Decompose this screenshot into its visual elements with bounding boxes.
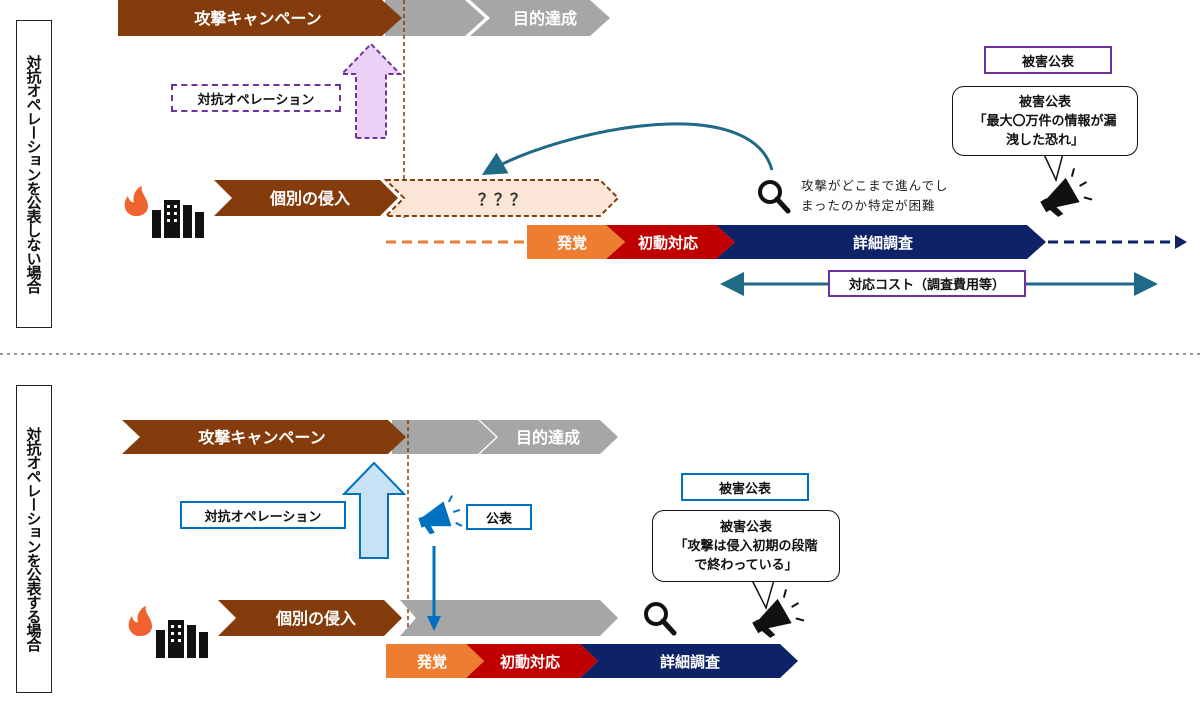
magnifier-icon [758,180,791,214]
initial-response-chevron [606,225,735,259]
investigation-chevron [716,225,1046,259]
initial-response-label: 初動対応 [500,653,560,671]
fire-icon [128,606,152,636]
fire-icon [124,186,148,216]
counter-op-label: 対抗オペレーション [180,501,346,529]
building-icon [152,200,204,238]
goal-chevron [480,420,618,454]
goal-label: 目的達成 [516,428,580,447]
intrusion-chevron [218,600,402,636]
counter-op-up-arrow [341,461,407,559]
disclosure-label: 被害公表 [681,473,809,501]
goal-label: 目的達成 [513,9,577,28]
disclosure-bubble: 被害公表 「最大〇万件の情報が漏 洩した恐れ」 [952,86,1138,156]
bubble-tail [750,579,775,611]
cost-label: 対応コスト（調査費用等） [828,270,1026,297]
side-label-no-disclosure: 対抗オペレーションを公表しない場合 [16,20,52,328]
megaphone-icon [1040,168,1093,217]
intrusion-label: 個別の侵入 [269,189,350,208]
initial-response-chevron [466,644,598,678]
magnifier-icon [644,602,677,636]
investigation-extension-head [1175,235,1187,249]
disclosure-label: 被害公表 [984,46,1112,74]
campaign-chevron [122,420,406,454]
investigation-chevron [580,644,798,678]
disclosure-bubble-text: 被害公表 「最大〇万件の情報が漏 洩した恐れ」 [973,94,1117,148]
unknown-label: ？？？ [478,190,526,209]
detect-chevron [527,225,625,259]
curved-arrow [481,122,774,175]
disclosure-bubble: 被害公表 「攻撃は侵入初期の段階 で終わっている」 [652,510,840,582]
investigation-label: 詳細調査 [660,653,721,671]
detect-label: 発覚 [556,234,587,252]
difficulty-note: 攻撃がどこまで進んでし まったのか特定が困難 [801,178,949,213]
detect-chevron [386,644,484,678]
building-icon [156,620,208,658]
campaign-gray-chevron [385,0,485,36]
megaphone-icon [418,495,463,535]
counter-op-up-arrow [339,42,403,139]
disclosure-bubble-text: 被害公表 「攻撃は侵入初期の段階 で終わっている」 [674,519,818,573]
intrusion-label: 個別の侵入 [275,609,356,628]
unknown-chevron [383,179,620,217]
side-label-disclosure: 対抗オペレーションを公表する場合 [16,385,52,693]
detect-label: 発覚 [416,653,447,671]
intrusion-chevron [214,180,398,216]
campaign-chevron [118,0,402,36]
publish-down-arrow-head [427,616,441,631]
counter-op-label: 対抗オペレーション [171,84,341,112]
goal-chevron [470,0,610,36]
publish-label: 公表 [466,504,532,530]
megaphone-icon [752,589,805,638]
initial-response-label: 初動対応 [638,234,698,252]
campaign-gray-chevron [392,420,496,454]
campaign-label: 攻撃キャンペーン [198,428,325,447]
intrusion-gray-chevron [400,600,618,636]
investigation-label: 詳細調査 [853,234,914,252]
campaign-label: 攻撃キャンペーン [194,9,321,28]
